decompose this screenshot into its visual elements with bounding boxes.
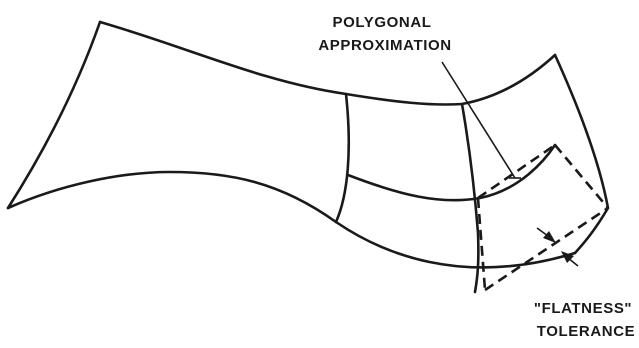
dashed-top-edge	[477, 143, 556, 200]
polygonal-approximation	[476, 143, 609, 292]
polygonal-label-line2: APPROXIMATION	[318, 37, 451, 54]
surface-outline	[6, 20, 610, 269]
patch-grid	[334, 92, 557, 294]
grid-vertical-left	[334, 92, 351, 224]
polygonal-leader	[441, 61, 521, 179]
surface-top-edge	[98, 20, 557, 106]
dashed-bottom-edge	[484, 206, 609, 292]
surface-bottom-edge	[6, 170, 577, 269]
flatness-label-line1: "FLATNESS"	[534, 300, 632, 317]
grid-horizontal-middle	[346, 143, 557, 202]
polygonal-label-line1: POLYGONAL	[332, 14, 431, 31]
tolerance-arrowhead-upper	[543, 231, 556, 243]
grid-vertical-right	[460, 102, 480, 294]
surface-right-edge	[553, 53, 610, 255]
dashed-right-edge	[554, 144, 609, 209]
flatness-tolerance-marker	[536, 227, 579, 267]
surface-left-edge	[6, 20, 102, 210]
tolerance-arrowhead-lower	[561, 251, 574, 263]
flatness-label-line2: TOLERANCE	[537, 323, 635, 340]
polygonal-leader-line	[441, 61, 516, 179]
